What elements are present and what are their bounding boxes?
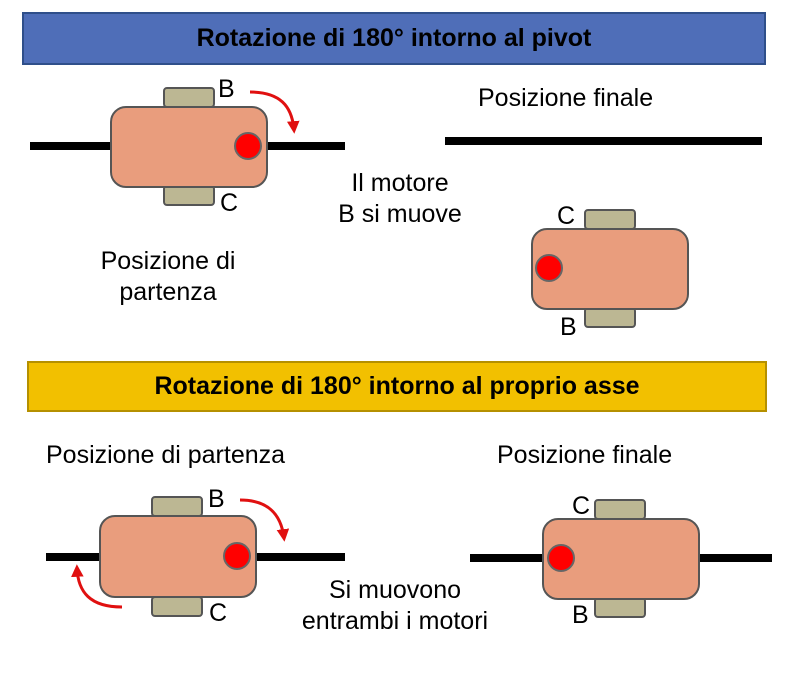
- pivot-motion-caption: Il motore B si muove: [300, 168, 500, 231]
- axis-start-center-dot: [223, 542, 251, 570]
- axis-motion-line2: entrambi i motori: [301, 607, 489, 636]
- pivot-rotation-arrow: [249, 90, 300, 134]
- pivot-motion-line1: Il motore: [351, 169, 449, 197]
- axis-rotation-arrow-top: [239, 498, 290, 542]
- pivot-final-position-label: Posizione finale: [478, 84, 654, 112]
- pivot-start-robot-body: [110, 106, 268, 188]
- pivot-final-wheel-c: [584, 209, 636, 230]
- pivot-start-wheel-b: [163, 87, 215, 108]
- pivot-start-pivot-dot: [234, 132, 262, 160]
- pivot-start-position-label: Posizione di partenza: [68, 246, 268, 309]
- axis-start-wheel-b-label: B: [208, 485, 225, 513]
- axis-start-robot-body: [99, 515, 257, 598]
- axis-final-wheel-b-label: B: [572, 601, 589, 629]
- axis-final-center-dot: [547, 544, 575, 572]
- pivot-motion-line2: B si muove: [338, 200, 462, 229]
- pivot-final-pivot-dot: [535, 254, 563, 282]
- axis-final-wheel-c: [594, 499, 646, 520]
- axis-start-wheel-c: [151, 596, 203, 617]
- axis-final-wheel-c-label: C: [572, 492, 591, 520]
- axis-motion-line1: Si muovono: [328, 576, 462, 604]
- pivot-start-wheel-b-label: B: [218, 75, 235, 103]
- pivot-final-robot-body: [531, 228, 689, 310]
- pivot-start-label-line2: partenza: [119, 278, 217, 307]
- pivot-rotation-title: Rotazione di 180° intorno al pivot: [22, 12, 766, 65]
- axis-final-robot-body: [542, 518, 700, 600]
- axis-final-wheel-b: [594, 597, 646, 618]
- axis-motion-caption: Si muovono entrambi i motori: [280, 575, 510, 638]
- pivot-final-wheel-b-label: B: [560, 313, 577, 341]
- axis-start-position-label: Posizione di partenza: [46, 441, 286, 469]
- pivot-start-label-line1: Posizione di: [100, 247, 236, 275]
- axis-rotation-title: Rotazione di 180° intorno al proprio ass…: [27, 361, 767, 412]
- axis-final-position-label: Posizione finale: [497, 441, 673, 469]
- pivot-start-wheel-c: [163, 185, 215, 206]
- axis-start-wheel-c-label: C: [209, 599, 228, 627]
- pivot-start-wheel-c-label: C: [220, 189, 239, 217]
- pivot-final-wheel-c-label: C: [557, 202, 576, 230]
- pivot-final-wheel-b: [584, 307, 636, 328]
- axis-rotation-arrow-bottom: [71, 564, 123, 609]
- axis-start-wheel-b: [151, 496, 203, 517]
